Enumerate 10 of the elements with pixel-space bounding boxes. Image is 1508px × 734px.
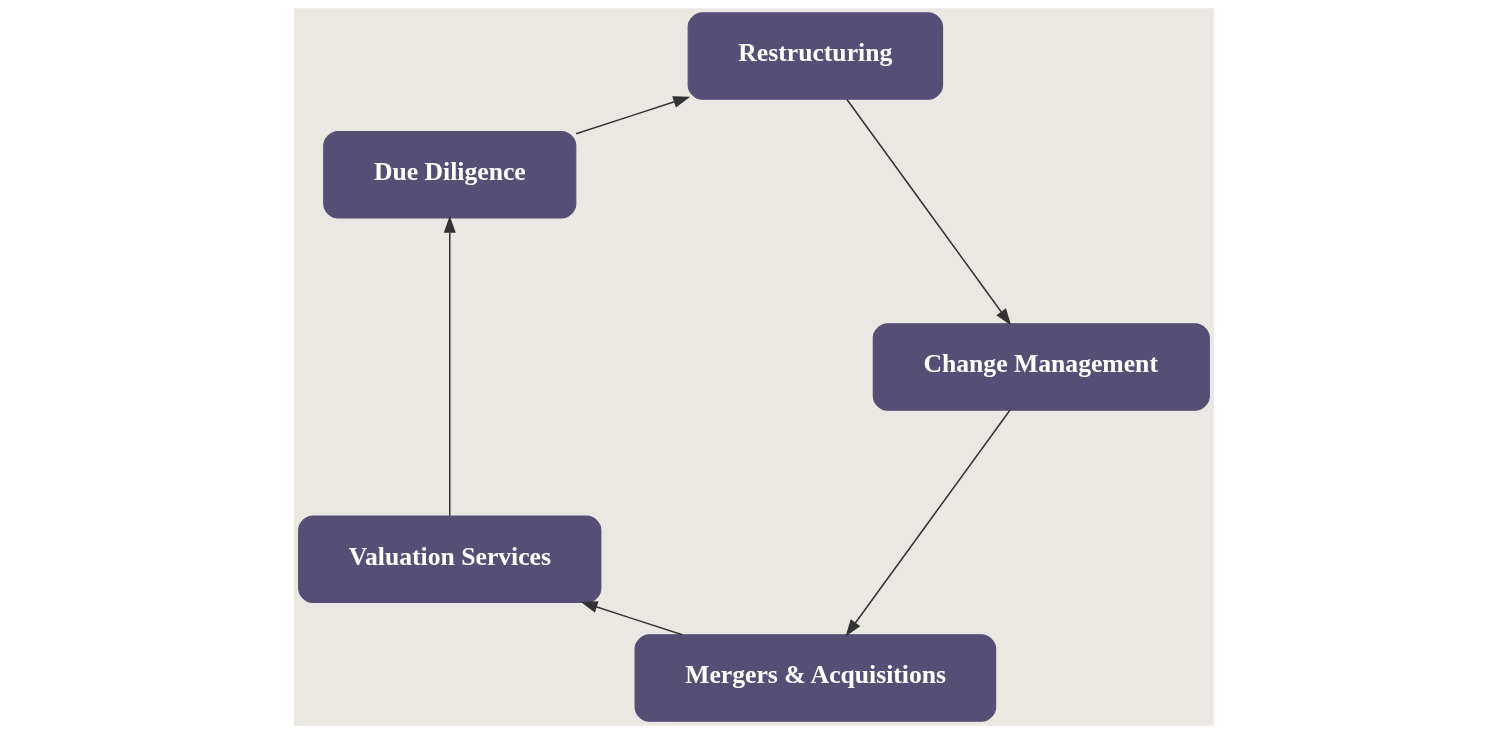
node-box: Valuation Services bbox=[298, 515, 602, 603]
arrow bbox=[845, 409, 1011, 637]
arrow bbox=[846, 98, 1012, 326]
node-box: Mergers & Acquisitions bbox=[634, 634, 997, 722]
node-box: Restructuring bbox=[687, 12, 944, 100]
node-box: Change Management bbox=[872, 323, 1210, 411]
arrow bbox=[580, 601, 684, 636]
arrow bbox=[443, 215, 456, 517]
node-box: Due Diligence bbox=[323, 131, 577, 219]
arrow bbox=[575, 96, 691, 135]
